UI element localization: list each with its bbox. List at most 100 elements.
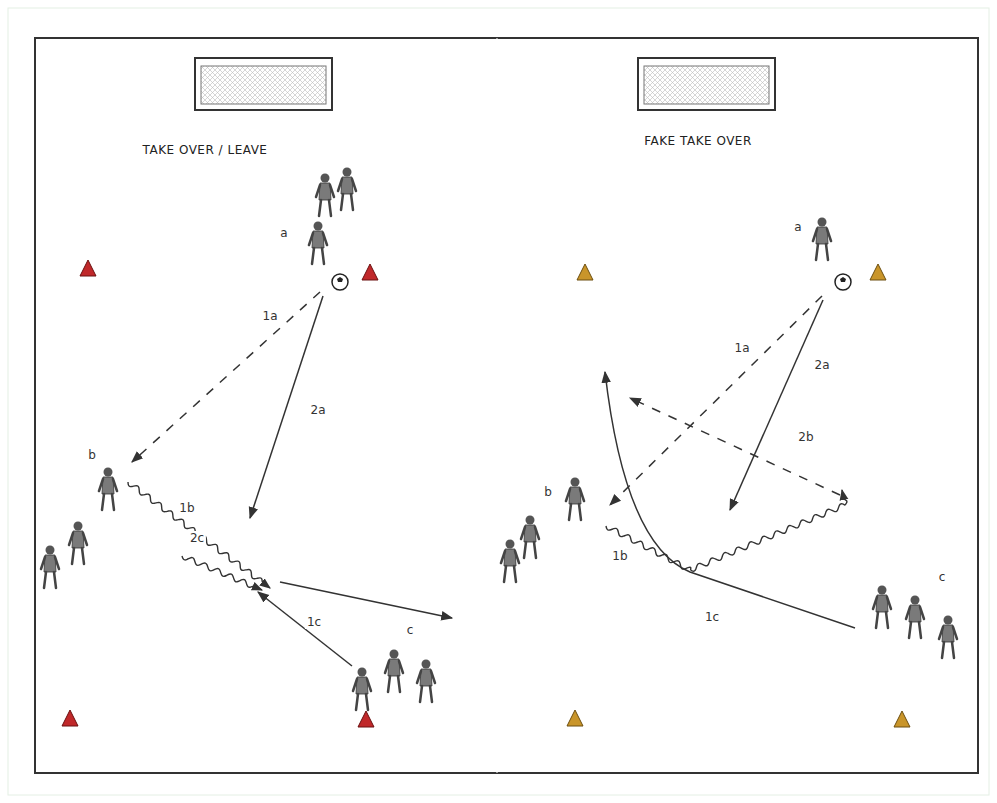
player-figure (353, 668, 371, 711)
callout-label: b (542, 485, 554, 499)
callout-label: 2a (309, 403, 328, 417)
player-figure (69, 522, 87, 565)
player-head (944, 616, 953, 625)
drill-title: FAKE TAKE OVER (642, 134, 754, 148)
cone (80, 260, 96, 276)
cone (62, 710, 78, 726)
player-head (818, 218, 827, 227)
player-head (390, 650, 399, 659)
player-limbs (417, 671, 435, 702)
player-figure (939, 616, 957, 659)
dribble-line (606, 490, 847, 571)
cone-group (62, 260, 378, 727)
player-head (571, 478, 580, 487)
player-figure (338, 168, 356, 211)
callout-label: 2a (813, 358, 832, 372)
cone-group (567, 264, 910, 727)
player-head (422, 660, 431, 669)
callout-label: 2b (796, 430, 815, 444)
player-limbs (566, 489, 584, 520)
player-figure (385, 650, 403, 693)
player-figure (813, 218, 831, 261)
outer-frame (8, 8, 989, 795)
player-head (314, 222, 323, 231)
player-limbs (906, 607, 924, 638)
pass-line (630, 398, 840, 495)
player-head (526, 516, 535, 525)
player-limbs (521, 527, 539, 558)
cone (894, 711, 910, 727)
run-line (258, 592, 352, 666)
player-head (878, 586, 887, 595)
goal (638, 58, 775, 110)
goal-frame (195, 58, 332, 110)
pass-line (610, 296, 822, 505)
player-limbs (99, 479, 117, 510)
player-limbs (41, 557, 59, 588)
player-limbs (385, 661, 403, 692)
player-limbs (316, 185, 334, 216)
player-figure (309, 222, 327, 265)
run-line (280, 582, 452, 618)
ball-outline (835, 274, 851, 290)
dribble-lines (128, 482, 847, 590)
player-head (358, 668, 367, 677)
players (41, 168, 957, 711)
callout-label: 1c (703, 610, 721, 624)
movement-lines (132, 292, 855, 666)
player-limbs (338, 179, 356, 210)
field-border (35, 38, 978, 773)
ball (835, 274, 851, 290)
player-figure (417, 660, 435, 703)
player-figure (566, 478, 584, 521)
player-figure (521, 516, 539, 559)
dribble-line (182, 556, 262, 590)
cone (577, 264, 593, 280)
player-head (46, 546, 55, 555)
callout-label: 1c (305, 615, 323, 629)
goal-net (201, 66, 326, 104)
player-figure (99, 468, 117, 511)
player-limbs (813, 229, 831, 260)
player-figure (316, 174, 334, 217)
callout-label: 1a (733, 341, 752, 355)
callout-label: 2c (188, 531, 206, 545)
callout-label: c (405, 623, 416, 637)
drill-title: TAKE OVER / LEAVE (141, 143, 270, 157)
ball-patch (337, 277, 343, 282)
player-head (343, 168, 352, 177)
callout-label: a (278, 226, 289, 240)
player-head (506, 540, 515, 549)
run-line (605, 372, 855, 628)
field-divider (497, 38, 498, 773)
player-limbs (353, 679, 371, 710)
player-head (321, 174, 330, 183)
player-figure (906, 596, 924, 639)
cone (358, 711, 374, 727)
dribble-line (128, 482, 270, 588)
cone (567, 710, 583, 726)
run-line (730, 300, 823, 510)
ball-outline (332, 274, 348, 290)
goal (195, 58, 332, 110)
player-limbs (939, 627, 957, 658)
cone (362, 264, 378, 280)
cone (870, 264, 886, 280)
player-head (74, 522, 83, 531)
goal-net (644, 66, 769, 104)
player-limbs (69, 533, 87, 564)
player-head (911, 596, 920, 605)
player-limbs (309, 233, 327, 264)
callout-label: 1b (177, 501, 196, 515)
callout-label: 1a (261, 309, 280, 323)
ball (332, 274, 348, 290)
callout-label: a (792, 220, 803, 234)
player-limbs (873, 597, 891, 628)
player-figure (873, 586, 891, 629)
player-figure (41, 546, 59, 589)
ball-patch (840, 277, 846, 282)
goal-frame (638, 58, 775, 110)
